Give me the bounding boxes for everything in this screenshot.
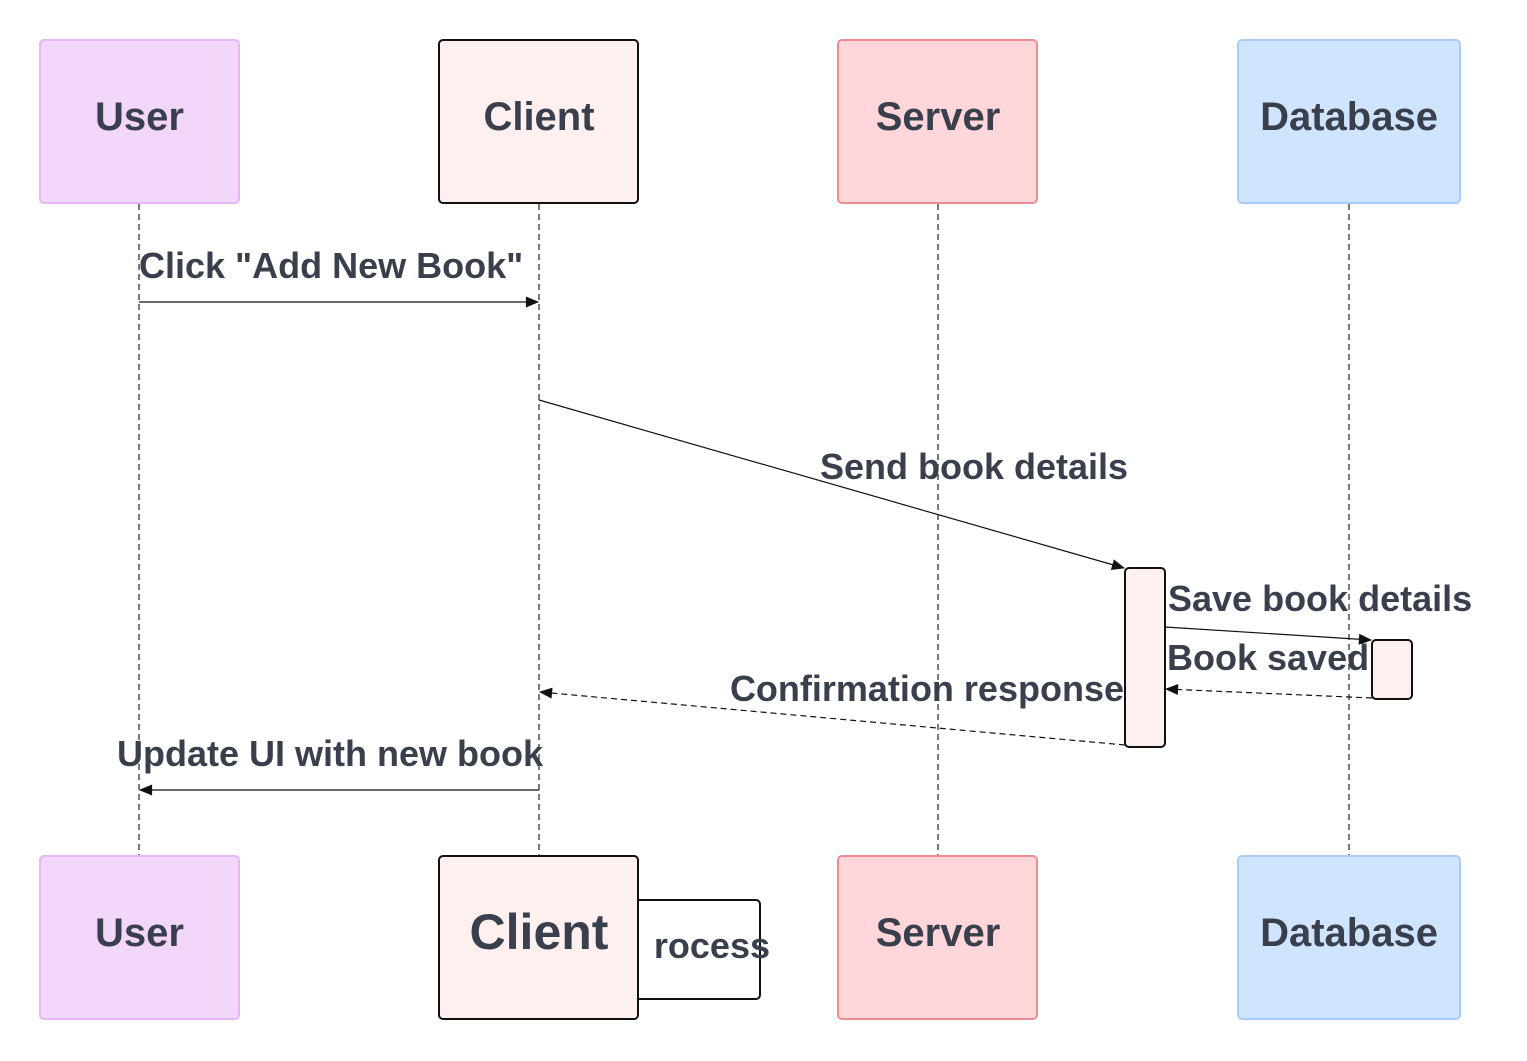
actor-user-top[interactable]: User (39, 39, 240, 204)
actor-label: Database (1260, 95, 1438, 139)
actor-label: Database (1260, 911, 1438, 955)
actor-box (438, 855, 639, 1020)
actor-client-top[interactable]: Client (438, 39, 639, 204)
actor-box (39, 855, 240, 1020)
actor-label: Server (876, 95, 1001, 139)
message-label-send-details: Send book details (820, 446, 1128, 487)
actor-database-top[interactable]: Database (1237, 39, 1461, 204)
activation-bar-server (1124, 567, 1166, 748)
actor-server-bottom[interactable]: Server (837, 855, 1038, 1020)
message-label-confirmation: Confirmation response (730, 668, 1124, 709)
note-label: rocess (654, 925, 770, 966)
actor-label: Client (483, 95, 594, 139)
message-arrow-send-details (538, 399, 1126, 570)
message-label-click-add: Click "Add New Book" (139, 245, 523, 286)
actor-client-bottom[interactable]: Client (438, 855, 639, 1020)
message-label-book-saved: Book saved (1167, 637, 1369, 678)
actor-database-bottom[interactable]: Database (1237, 855, 1461, 1020)
actor-label: Server (876, 911, 1001, 955)
actor-box (39, 39, 240, 204)
actor-box (837, 855, 1038, 1020)
message-label-save-details: Save book details (1168, 578, 1472, 619)
actor-label: Client (470, 904, 609, 960)
actor-server-top[interactable]: Server (837, 39, 1038, 204)
actor-user-bottom[interactable]: User (39, 855, 240, 1020)
actor-box (438, 39, 639, 204)
message-arrow-confirmation (538, 687, 1126, 746)
message-arrow-save-details (1164, 626, 1373, 645)
message-arrow-book-saved (1164, 684, 1373, 699)
actor-label: User (95, 911, 184, 955)
activation-bar-database (1371, 639, 1413, 700)
actor-box (1237, 39, 1461, 204)
actor-label: User (95, 95, 184, 139)
actor-box (837, 39, 1038, 204)
message-label-update-ui: Update UI with new book (117, 733, 544, 774)
actor-box (1237, 855, 1461, 1020)
